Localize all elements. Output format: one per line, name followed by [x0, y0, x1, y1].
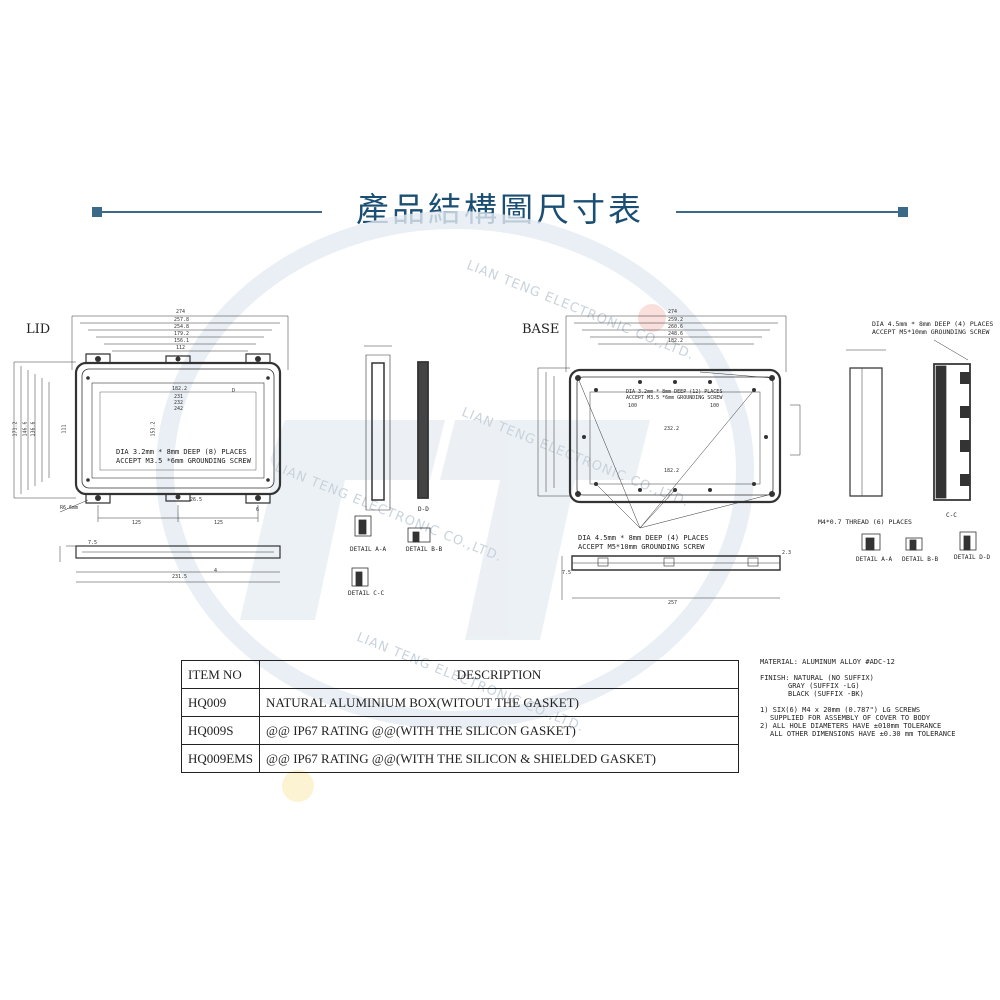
lid-dim-bottom-4: 6 — [256, 507, 260, 513]
base-inner-note-2: ACCEPT M3.5 *6mm GROUNDING SCREW — [626, 395, 723, 401]
lid-top-dimension-lines — [71, 315, 289, 370]
base-top-dimension-lines — [565, 315, 787, 372]
base-dim-inner-1: 100 — [628, 403, 638, 409]
assembly-note-2: SUPPLIED FOR ASSEMBLY OF COVER TO BODY — [770, 714, 931, 722]
lid-dim-inner-2: 231 — [174, 394, 184, 400]
header-right-marker — [898, 207, 908, 217]
lid-dim-bottom-2: 125 — [214, 520, 224, 526]
base-profile — [561, 555, 781, 600]
lid-dim-top-2: 257.8 — [174, 317, 190, 323]
lid-profile — [59, 545, 281, 583]
header-left-rule — [101, 211, 322, 213]
base-dim-bottom-3: 2.3 — [782, 550, 792, 556]
lid-dim-side-5: 111 — [61, 424, 68, 434]
lid-dim-bottom-5: R6.6mm — [60, 505, 79, 511]
lid-outline — [74, 361, 282, 496]
lid-dim-side-3: 136.6 — [30, 421, 37, 437]
lid-hole-note-2: ACCEPT M3.5 *6mm GROUNDING SCREW — [116, 457, 251, 465]
table-cell-item: HQ009S — [180, 716, 261, 745]
header-right-rule — [676, 211, 900, 213]
lid-dim-bottom-1: 125 — [132, 520, 142, 526]
lid-dim-top-1: 274 — [176, 309, 186, 315]
base-side-section — [846, 339, 971, 501]
base-detail-a: DETAIL A-A — [856, 556, 893, 563]
description-table: ITEM NO DESCRIPTION HQ009 NATURAL ALUMIN… — [180, 660, 739, 773]
table-cell-description: @@ IP67 RATING @@(WITH THE SILICON & SHI… — [259, 744, 739, 773]
assembly-note-1: 1) SIX(6) M4 x 20mm (0.787") LG SCREWS — [760, 706, 921, 714]
table-header-row: ITEM NO DESCRIPTION — [180, 660, 739, 689]
table-header-item: ITEM NO — [180, 660, 261, 689]
base-bottom-note-1: DIA 4.5mm * 8mm DEEP (4) PLACES — [578, 534, 709, 542]
lid-dim-inner-3: 232 — [174, 400, 184, 406]
lid-side-section — [364, 345, 429, 511]
finish-note-3: BLACK (SUFFIX -BK) — [788, 690, 864, 698]
lid-detail-c: DETAIL C-C — [348, 590, 385, 597]
lid-profile-dim-2: 4 — [214, 568, 218, 574]
base-detail-b: DETAIL B-B — [902, 556, 939, 563]
finish-note-2: GRAY (SUFFIX -LG) — [788, 682, 860, 690]
table-header-description: DESCRIPTION — [259, 660, 739, 689]
lid-dim-inner-1: 182.2 — [172, 386, 188, 392]
base-dim-inner-4: 182.2 — [664, 468, 680, 474]
lid-dim-side-2: 146.6 — [22, 421, 29, 437]
base-dim-top-5: 182.2 — [668, 338, 684, 344]
lid-detail-a: DETAIL A-A — [350, 546, 387, 553]
lid-profile-dim-3: 7.5 — [88, 540, 98, 546]
base-thread-note: M4*0.7 THREAD (6) PLACES — [818, 518, 912, 526]
base-section-label: C-C — [946, 512, 957, 519]
base-dim-bottom-1: 257 — [668, 600, 678, 606]
base-dim-top-3: 260.6 — [668, 324, 684, 330]
base-label: BASE — [522, 322, 560, 337]
table-cell-description: NATURAL ALUMINIUM BOX(WITOUT THE GASKET) — [259, 688, 739, 717]
table-cell-item: HQ009EMS — [180, 744, 261, 773]
table-cell-description: @@ IP67 RATING @@(WITH THE SILICON GASKE… — [259, 716, 739, 745]
lid-section-label: D-D — [418, 506, 429, 513]
lid-side-dimension-lines — [13, 361, 76, 499]
material-note: MATERIAL: ALUMINUM ALLOY #ADC-12 — [760, 658, 895, 666]
lid-detail-boxes — [351, 515, 431, 587]
base-top-note-2: ACCEPT M5*10mm GROUNDING SCREW — [872, 328, 990, 336]
lid-dim-top-5: 156.1 — [174, 338, 190, 344]
base-inner-note-1: DIA 3.2mm * 8mm DEEP (12) PLACES — [626, 389, 723, 395]
base-outline — [568, 368, 782, 504]
table-row: HQ009S @@ IP67 RATING @@(WITH THE SILICO… — [180, 716, 739, 745]
lid-hole-note-1: DIA 3.2mm * 8mm DEEP (8) PLACES — [116, 448, 247, 456]
lid-label: LID — [26, 322, 51, 337]
header-left-marker — [92, 207, 102, 217]
table-cell-item: HQ009 — [180, 688, 261, 717]
lid-dim-top-3: 254.8 — [174, 324, 190, 330]
table-row: HQ009 NATURAL ALUMINIUM BOX(WITOUT THE G… — [180, 688, 739, 717]
base-bottom-note-2: ACCEPT M5*10mm GROUNDING SCREW — [578, 543, 705, 551]
base-dim-inner-3: 232.2 — [664, 426, 680, 432]
base-detail-d: DETAIL D-D — [954, 554, 991, 561]
table-row: HQ009EMS @@ IP67 RATING @@(WITH THE SILI… — [180, 744, 739, 773]
lid-dim-top-6: 112 — [176, 345, 186, 351]
lid-dim-side-4: 153.2 — [150, 421, 157, 437]
assembly-note-3: 2) ALL HOLE DIAMETERS HAVE ±010mm TOLERA… — [760, 722, 942, 730]
base-detail-boxes — [861, 531, 977, 551]
finish-note-1: FINISH: NATURAL (NO SUFFIX) — [760, 674, 874, 682]
lid-dim-inner-4: 242 — [174, 406, 184, 412]
lid-dim-bottom-3: 26.5 — [190, 497, 203, 503]
lid-dim-side-1: 171.2 — [12, 421, 19, 437]
base-dim-top-4: 248.6 — [668, 331, 684, 337]
base-dim-bottom-2: 7.5 — [562, 570, 572, 576]
lid-dim-top-4: 179.2 — [174, 331, 190, 337]
lid-detail-b: DETAIL B-B — [406, 546, 443, 553]
lid-dim-inner-5: D — [232, 388, 236, 394]
base-top-note-1: DIA 4.5mm * 8mm DEEP (4) PLACES — [872, 320, 994, 328]
assembly-note-4: ALL OTHER DIMENSIONS HAVE ±0.30 mm TOLER… — [770, 730, 956, 738]
lid-profile-dim-1: 231.5 — [172, 574, 188, 580]
base-dim-top-2: 259.2 — [668, 317, 684, 323]
spec-notes: MATERIAL: ALUMINUM ALLOY #ADC-12 FINISH:… — [760, 658, 955, 738]
base-dim-top-1: 274 — [668, 309, 678, 315]
base-dim-inner-2: 100 — [710, 403, 720, 409]
